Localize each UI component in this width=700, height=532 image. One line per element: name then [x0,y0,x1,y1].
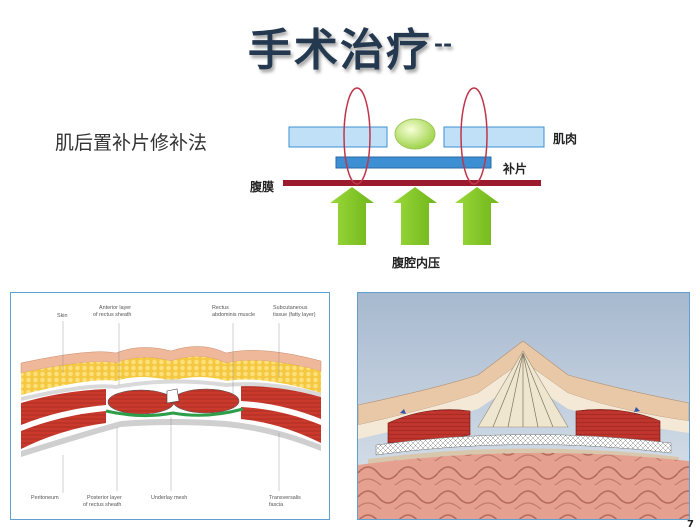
muscle-label: 肌肉 [553,130,577,147]
patch-bar [336,157,491,168]
surgical-figure [357,292,690,520]
label-skin: Skin [57,313,68,319]
label-subq-2: tissue (fatty layer) [273,312,316,318]
muscle-bar-right [444,127,544,147]
label-anterior-2: of rectus sheath [93,312,131,318]
pressure-label: 腹腔内压 [392,254,440,271]
hernia-sac-ball [395,119,435,149]
anatomy-figure: Skin Anterior layer of rectus sheath Rec… [10,292,330,520]
label-rectus-2: abdominis muscle [212,312,255,318]
label-underlay: Underlay mesh [151,495,187,501]
pressure-arrow-middle [393,187,437,245]
label-subq-1: Subcutaneous [273,305,308,311]
label-transv-2: fascia [269,502,283,508]
page-number: 7 [687,519,694,530]
anatomy-illustration: Skin Anterior layer of rectus sheath Rec… [11,293,329,519]
label-transv-1: Transversalis [269,495,301,501]
label-posterior-1: Posterior layer [87,495,122,501]
peritoneum-label: 腹膜 [250,178,274,195]
label-posterior-2: of rectus sheath [83,502,121,508]
label-anterior-1: Anterior layer [99,305,131,311]
surgical-illustration [358,293,689,519]
patch-label: 补片 [503,160,527,177]
label-rectus-1: Rectus [212,305,229,311]
pressure-arrow-left [330,187,374,245]
peritoneum-line [283,180,541,186]
muscle-bar-left [289,127,387,147]
schematic-diagram [0,0,700,290]
pressure-arrow-right [455,187,499,245]
label-peritoneum: Peritoneum [31,495,59,501]
